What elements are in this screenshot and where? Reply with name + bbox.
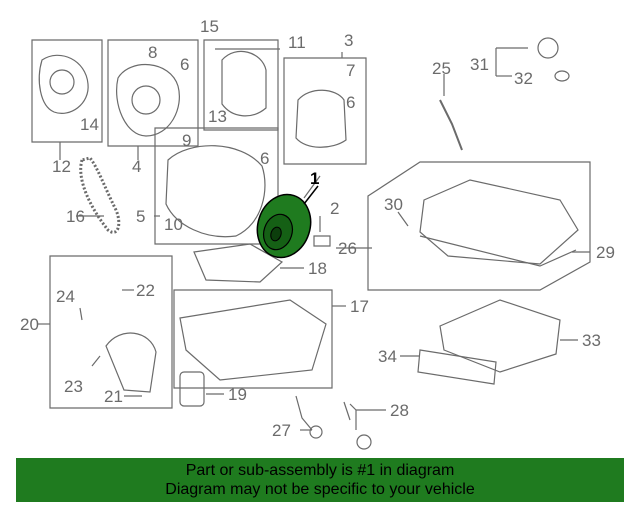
- callout-31: 31: [470, 55, 489, 74]
- callout-25: 25: [432, 59, 451, 78]
- callout-6b: 6: [346, 93, 356, 112]
- callout-6a: 6: [180, 55, 190, 74]
- pump-8-shape: [116, 64, 180, 137]
- callout-28: 28: [390, 401, 409, 420]
- callout-23: 23: [64, 377, 83, 396]
- callout-20: 20: [20, 315, 39, 334]
- gasket-29-shape: [419, 235, 577, 267]
- callout-15: 15: [200, 17, 219, 36]
- box-3-7: [283, 57, 367, 165]
- callout-3: 3: [344, 31, 354, 50]
- callout-1: 1: [310, 169, 320, 188]
- callout-33: 33: [582, 331, 601, 350]
- callout-12: 12: [52, 157, 71, 176]
- sensor-28-shape: [343, 401, 351, 421]
- callout-4: 4: [132, 157, 142, 176]
- bolt-2-shape: [313, 235, 331, 247]
- callout-17: 17: [350, 297, 369, 316]
- sensor-27-shape: [295, 395, 313, 431]
- callout-8: 8: [148, 43, 158, 62]
- box-20-24: [49, 255, 173, 409]
- manifold-33-shape: [439, 299, 561, 373]
- info-banner: Part or sub-assembly is #1 in diagram Di…: [16, 458, 624, 502]
- cover-7-shape: [295, 89, 347, 148]
- head-cover-shape: [419, 179, 579, 265]
- callout-16: 16: [66, 207, 85, 226]
- banner-line-1: Part or sub-assembly is #1 in diagram: [185, 462, 455, 479]
- pan-17-shape: [179, 299, 327, 381]
- cover-9-shape: [165, 145, 266, 238]
- callout-6c: 6: [260, 149, 270, 168]
- oil-pump-shape: [105, 332, 157, 393]
- callout-22: 22: [136, 281, 155, 300]
- callout-29: 29: [596, 243, 615, 262]
- callout-5: 5: [136, 207, 146, 226]
- banner-line-2: Diagram may not be specific to your vehi…: [165, 481, 475, 498]
- callout-21: 21: [104, 387, 123, 406]
- callout-18: 18: [308, 259, 327, 278]
- callout-32: 32: [514, 69, 533, 88]
- callout-7: 7: [346, 61, 356, 80]
- callout-9: 9: [182, 131, 192, 150]
- cover-12-shape: [38, 54, 89, 114]
- box-12-14: [31, 39, 103, 143]
- callout-10: 10: [164, 215, 183, 234]
- box-4-8: [107, 39, 199, 147]
- callout-11: 11: [288, 33, 306, 52]
- box-26-30: [367, 161, 591, 291]
- callout-27: 27: [272, 421, 291, 440]
- callout-19: 19: [228, 385, 247, 404]
- timing-belt-shape: [79, 156, 121, 234]
- cover-11-shape: [221, 50, 267, 117]
- callout-14: 14: [80, 115, 99, 134]
- baffle-18-shape: [193, 243, 284, 283]
- callout-24: 24: [56, 287, 75, 306]
- pulley-part-1: [256, 193, 312, 259]
- gasket-34-shape: [417, 349, 497, 385]
- box-17: [173, 289, 333, 389]
- callout-13: 13: [208, 107, 227, 126]
- dipstick-25-shape: [439, 99, 463, 151]
- callout-2: 2: [330, 199, 340, 218]
- callout-26: 26: [338, 239, 357, 258]
- callout-30: 30: [384, 195, 403, 214]
- callout-34: 34: [378, 347, 397, 366]
